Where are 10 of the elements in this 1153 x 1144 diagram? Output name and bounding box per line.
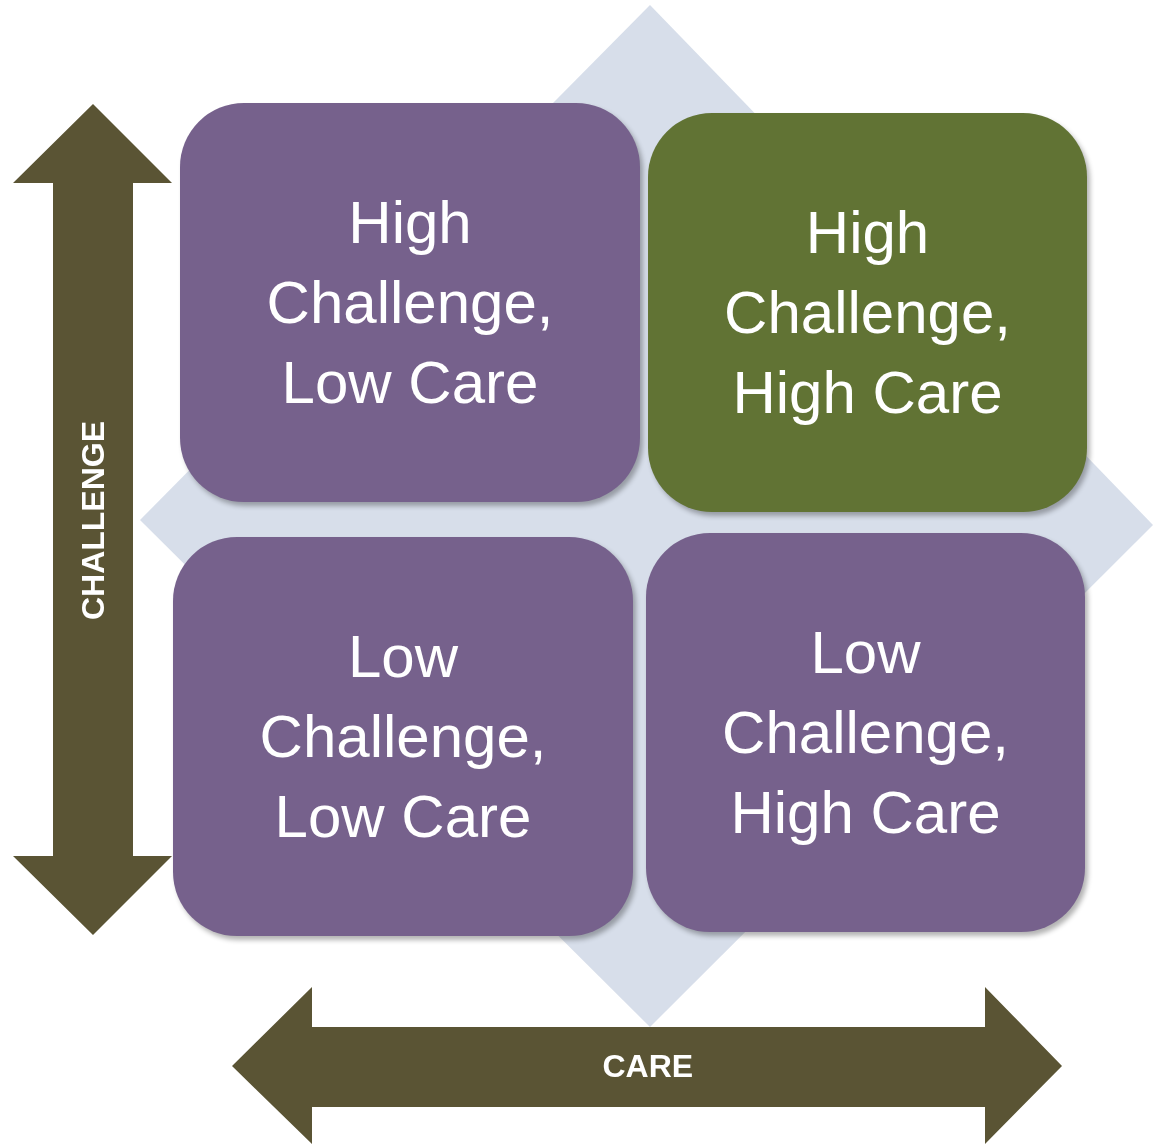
quadrant-box (173, 537, 633, 936)
quadrant-label: High Challenge, Low Care (265, 187, 555, 418)
quadrant-label: Low Challenge, Low Care (258, 621, 548, 852)
axis-label: CHALLENGE (74, 420, 112, 620)
quadrant-box (180, 103, 640, 502)
quadrant-label: Low Challenge, High Care (721, 617, 1010, 848)
quadrant-label: High Challenge, High Care (723, 197, 1012, 428)
axis-label: CARE (602, 1047, 694, 1085)
quadrant-box (646, 533, 1085, 932)
quadrant-box (648, 113, 1087, 512)
